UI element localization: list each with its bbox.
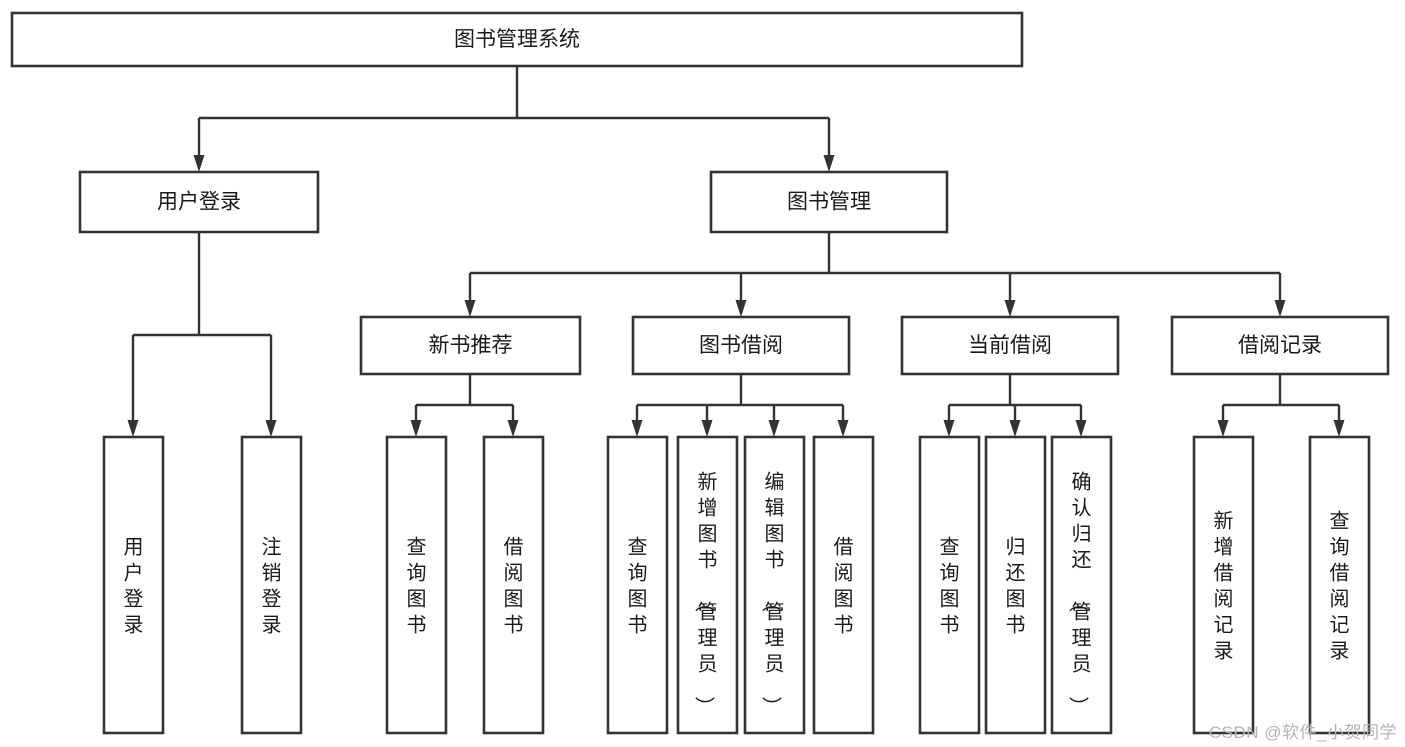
connector-book-manage-split — [464, 232, 1286, 317]
node-leaf-query-book-rec[interactable]: 查询图书 — [385, 435, 448, 735]
node-box-leaf-borrow-book-bor[interactable] — [812, 435, 875, 735]
node-box-leaf-edit-book[interactable] — [743, 435, 806, 735]
node-label-book-borrow: 图书借阅 — [699, 334, 783, 357]
node-label-leaf-add-record: 新增借阅记录 — [1214, 509, 1234, 662]
node-label-user-login: 用户登录 — [157, 191, 241, 214]
node-label-leaf-borrow-book-bor: 借阅图书 — [834, 535, 854, 636]
node-leaf-edit-book[interactable]: 编辑图书（管理员） — [743, 435, 806, 735]
node-label-root: 图书管理系统 — [454, 28, 580, 51]
node-leaf-query-book-cur[interactable]: 查询图书 — [918, 435, 981, 735]
connector-borrow-record-split — [1217, 374, 1345, 437]
node-current-borrow[interactable]: 当前借阅 — [900, 315, 1120, 376]
node-leaf-borrow-book-rec[interactable]: 借阅图书 — [482, 435, 545, 735]
node-box-leaf-query-book-cur[interactable] — [918, 435, 981, 735]
node-leaf-add-record[interactable]: 新增借阅记录 — [1192, 435, 1255, 735]
node-book-manage[interactable]: 图书管理 — [709, 170, 949, 234]
node-leaf-confirm-return[interactable]: 确认归还（管理员） — [1050, 435, 1113, 735]
node-box-leaf-query-record[interactable] — [1308, 435, 1371, 735]
node-new-book-rec[interactable]: 新书推荐 — [359, 315, 582, 376]
node-leaf-query-book-bor[interactable]: 查询图书 — [606, 435, 669, 735]
node-label-leaf-query-book-bor: 查询图书 — [628, 535, 648, 636]
node-label-leaf-logout: 注销登录 — [262, 535, 282, 636]
node-root[interactable]: 图书管理系统 — [10, 11, 1024, 68]
node-label-leaf-user-login: 用户登录 — [124, 536, 144, 636]
node-label-leaf-confirm-return: 确认归还（管理员） — [1067, 470, 1092, 716]
node-box-leaf-confirm-return[interactable] — [1050, 435, 1113, 735]
node-box-leaf-return-book[interactable] — [984, 435, 1047, 735]
node-label-new-book-rec: 新书推荐 — [429, 334, 513, 357]
watermark-text: CSDN @软件_小贺同学 — [1208, 723, 1397, 742]
node-book-borrow[interactable]: 图书借阅 — [631, 315, 851, 376]
node-box-leaf-add-record[interactable] — [1192, 435, 1255, 735]
connector-book-borrow-split — [631, 374, 849, 437]
node-label-leaf-query-book-rec: 查询图书 — [407, 535, 427, 636]
node-box-book-borrow[interactable] — [631, 315, 851, 376]
node-leaf-user-login[interactable]: 用户登录 — [102, 435, 165, 735]
connectors-layer — [127, 66, 1345, 437]
node-box-current-borrow[interactable] — [900, 315, 1120, 376]
node-borrow-record[interactable]: 借阅记录 — [1170, 315, 1390, 376]
node-label-leaf-borrow-book-rec: 借阅图书 — [504, 535, 524, 636]
connector-current-borrow-split — [943, 374, 1087, 437]
node-box-root[interactable] — [10, 11, 1024, 68]
node-box-leaf-user-login[interactable] — [102, 435, 165, 735]
node-box-leaf-query-book-bor[interactable] — [606, 435, 669, 735]
node-label-book-manage: 图书管理 — [787, 191, 871, 214]
node-leaf-return-book[interactable]: 归还图书 — [984, 435, 1047, 735]
nodes-layer: 图书管理系统用户登录图书管理新书推荐图书借阅当前借阅借阅记录用户登录注销登录查询… — [10, 11, 1390, 735]
node-leaf-logout[interactable]: 注销登录 — [240, 435, 303, 735]
node-leaf-query-record[interactable]: 查询借阅记录 — [1308, 435, 1371, 735]
node-leaf-add-book[interactable]: 新增图书（管理员） — [676, 435, 739, 735]
node-box-book-manage[interactable] — [709, 170, 949, 234]
node-label-leaf-edit-book: 编辑图书（管理员） — [760, 470, 785, 716]
connector-user-login-split — [127, 232, 277, 437]
node-box-leaf-borrow-book-rec[interactable] — [482, 435, 545, 735]
node-label-borrow-record: 借阅记录 — [1238, 334, 1322, 357]
node-label-leaf-return-book: 归还图书 — [1006, 535, 1026, 636]
node-box-new-book-rec[interactable] — [359, 315, 582, 376]
node-box-user-login[interactable] — [78, 170, 320, 234]
node-leaf-borrow-book-bor[interactable]: 借阅图书 — [812, 435, 875, 735]
node-box-leaf-add-book[interactable] — [676, 435, 739, 735]
node-box-borrow-record[interactable] — [1170, 315, 1390, 376]
node-label-leaf-query-record: 查询借阅记录 — [1330, 509, 1350, 662]
node-user-login[interactable]: 用户登录 — [78, 170, 320, 234]
node-label-leaf-add-book: 新增图书（管理员） — [693, 470, 718, 716]
node-box-leaf-logout[interactable] — [240, 435, 303, 735]
connector-new-book-rec-split — [410, 374, 519, 437]
node-label-leaf-query-book-cur: 查询图书 — [940, 535, 960, 636]
node-box-leaf-query-book-rec[interactable] — [385, 435, 448, 735]
connector-root-split — [193, 66, 835, 172]
node-label-current-borrow: 当前借阅 — [968, 334, 1052, 357]
